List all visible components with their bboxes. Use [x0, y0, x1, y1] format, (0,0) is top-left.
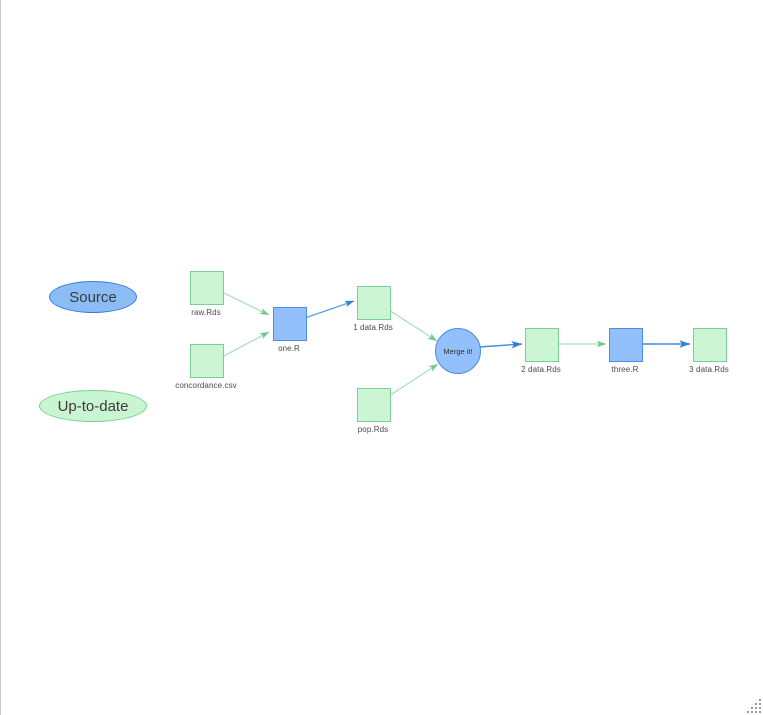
node-2-data-rds[interactable]: 2 data.Rds	[521, 328, 561, 374]
node-1-data-rds-shape	[357, 286, 391, 320]
node-pop-rds-label: pop.Rds	[357, 425, 389, 434]
edge-merge-to-data2	[478, 340, 523, 349]
grip-dot	[751, 707, 753, 709]
legend-up-to-date-label: Up-to-date	[57, 397, 129, 415]
grip-dot	[755, 711, 757, 713]
edge-pop-to-merge	[388, 363, 439, 397]
node-pop-rds-shape	[357, 388, 391, 422]
grip-dot	[747, 711, 749, 713]
node-1-data-rds-label: 1 data.Rds	[353, 323, 393, 332]
node-three-r[interactable]: three.R	[609, 328, 643, 374]
node-concordance-csv-label: concordance.csv	[175, 381, 237, 390]
node-merge-it[interactable]: Merge it!	[435, 328, 481, 374]
grip-dot	[759, 703, 761, 705]
edge-concordance-to-one	[221, 331, 270, 358]
node-pop-rds[interactable]: pop.Rds	[357, 388, 391, 434]
node-2-data-rds-label: 2 data.Rds	[521, 365, 561, 374]
node-three-r-shape	[609, 328, 643, 362]
node-merge-it-shape: Merge it!	[435, 328, 481, 374]
node-merge-it-label: Merge it!	[443, 346, 473, 356]
legend-up-to-date-ellipse: Up-to-date	[39, 390, 147, 422]
node-raw-rds-shape	[190, 271, 224, 305]
grip-dot	[759, 699, 761, 701]
grip-dot	[755, 707, 757, 709]
node-2-data-rds-shape	[525, 328, 559, 362]
node-raw-rds[interactable]: raw.Rds	[190, 271, 224, 317]
edge-one-to-data1	[304, 300, 355, 319]
node-one-r-label: one.R	[278, 344, 300, 353]
node-three-r-label: three.R	[611, 365, 639, 374]
resize-handle[interactable]	[746, 698, 762, 714]
node-one-r-shape	[273, 307, 307, 341]
edge-raw-to-one	[221, 291, 270, 316]
grip-dot	[751, 711, 753, 713]
grip-dot	[759, 711, 761, 713]
node-3-data-rds[interactable]: 3 data.Rds	[689, 328, 729, 374]
node-raw-rds-label: raw.Rds	[191, 308, 221, 317]
node-3-data-rds-shape	[693, 328, 727, 362]
grip-dot	[755, 703, 757, 705]
node-3-data-rds-label: 3 data.Rds	[689, 365, 729, 374]
node-concordance-csv-shape	[190, 344, 224, 378]
grip-dot	[759, 707, 761, 709]
node-concordance-csv[interactable]: concordance.csv	[175, 344, 237, 390]
legend-source-label: Source	[69, 288, 117, 306]
node-1-data-rds[interactable]: 1 data.Rds	[353, 286, 393, 332]
legend-item-source[interactable]: Source	[49, 281, 137, 313]
edge-data1-to-merge	[388, 309, 438, 342]
node-one-r[interactable]: one.R	[273, 307, 307, 353]
legend-source-ellipse: Source	[49, 281, 137, 313]
legend-item-up-to-date[interactable]: Up-to-date	[39, 390, 147, 422]
